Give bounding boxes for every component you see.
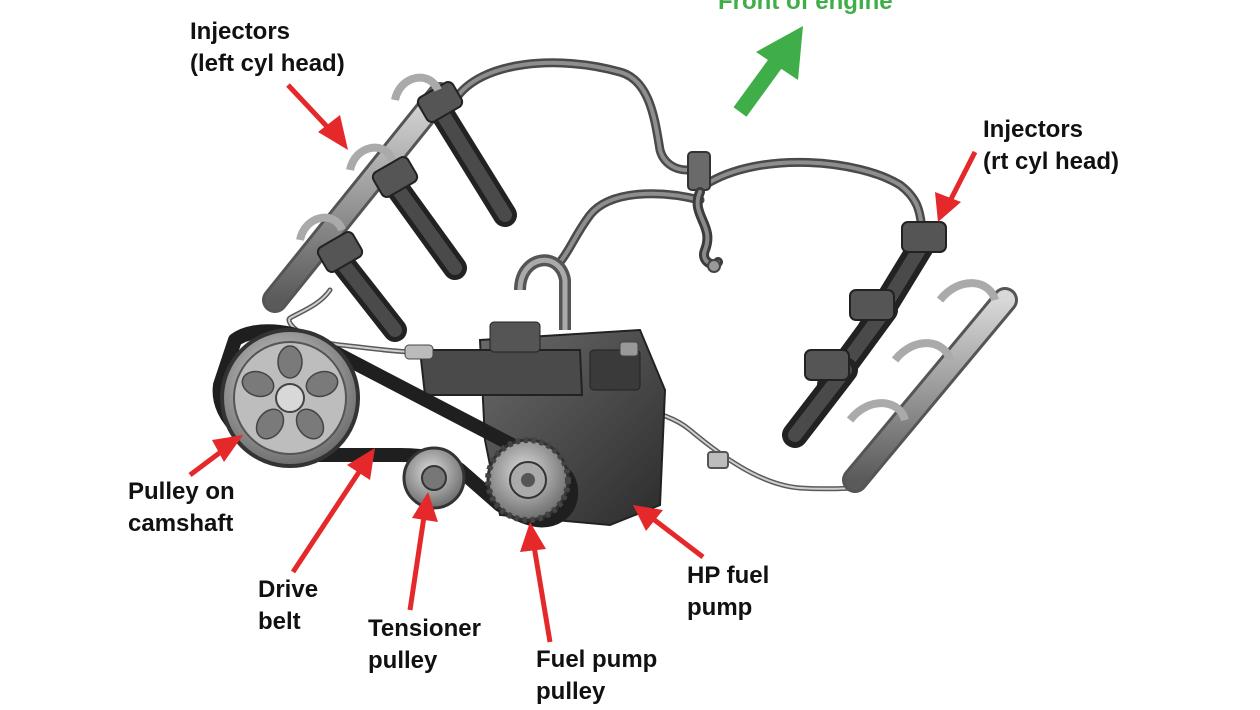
front-direction-arrow bbox=[733, 26, 803, 117]
label-fuel-pump-pulley-line1: Fuel pump bbox=[536, 646, 658, 673]
label-drive-belt-line2: belt bbox=[258, 608, 301, 635]
label-injectors-left-line2: (left cyl head) bbox=[190, 50, 345, 77]
left-injectors bbox=[316, 81, 517, 342]
label-pulley-camshaft: Pulley on camshaft bbox=[128, 476, 235, 540]
label-drive-belt: Drive belt bbox=[258, 574, 318, 638]
camshaft-pulley bbox=[220, 328, 360, 468]
callout-arrows bbox=[188, 83, 978, 643]
arrow-hp-pump bbox=[633, 505, 705, 559]
fuel-hoses bbox=[286, 58, 927, 492]
label-pulley-camshaft-line1: Pulley on bbox=[128, 478, 235, 505]
label-injectors-right-line2: (rt cyl head) bbox=[983, 148, 1120, 175]
arrow-fuel-pump-pulley bbox=[520, 522, 553, 643]
label-injectors-left: Injectors (left cyl head) bbox=[190, 16, 345, 80]
tensioner-pulley bbox=[402, 446, 466, 510]
right-fuel-rail bbox=[782, 221, 1018, 493]
label-hp-fuel-pump-line2: pump bbox=[687, 594, 753, 621]
arrow-injectors-right bbox=[935, 150, 978, 222]
label-fuel-pump-pulley: Fuel pump pulley bbox=[536, 644, 657, 708]
left-fuel-rail bbox=[262, 73, 517, 342]
fuel-pump-pulley bbox=[485, 437, 571, 523]
label-hp-fuel-pump: HP fuel pump bbox=[687, 560, 769, 624]
right-injectors bbox=[782, 221, 947, 448]
label-front-of-engine: Front of engine bbox=[718, 0, 893, 15]
label-pulley-camshaft-line2: camshaft bbox=[128, 510, 234, 537]
label-injectors-right: Injectors (rt cyl head) bbox=[983, 114, 1119, 178]
arrow-drive-belt bbox=[290, 448, 375, 574]
label-fuel-pump-pulley-line2: pulley bbox=[536, 678, 606, 705]
arrow-tensioner bbox=[407, 492, 438, 611]
label-tensioner-pulley-line1: Tensioner bbox=[368, 615, 481, 642]
label-drive-belt-line1: Drive bbox=[258, 576, 319, 603]
arrow-injectors-left bbox=[286, 83, 348, 150]
label-injectors-right-line1: Injectors bbox=[983, 116, 1084, 143]
arrow-pulley-camshaft bbox=[188, 435, 243, 477]
label-hp-fuel-pump-line1: HP fuel bbox=[687, 562, 770, 589]
label-tensioner-pulley-line2: pulley bbox=[368, 647, 438, 674]
label-tensioner-pulley: Tensioner pulley bbox=[368, 613, 481, 677]
label-injectors-left-line1: Injectors bbox=[190, 18, 291, 45]
